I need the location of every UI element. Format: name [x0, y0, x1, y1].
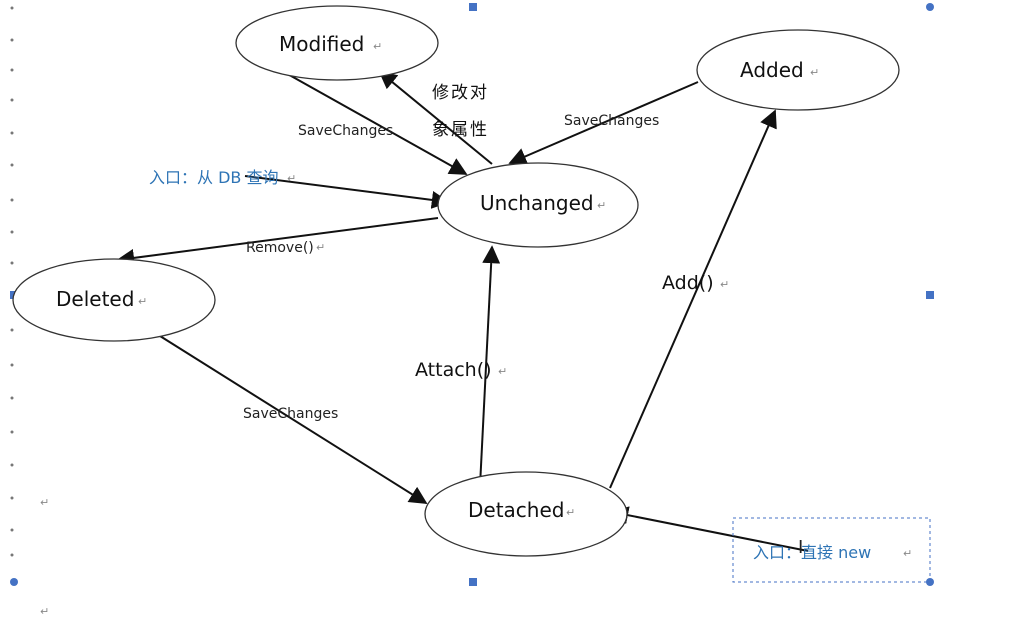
edge-label-modify-line1: 修改对: [432, 83, 489, 103]
svg-text:↵: ↵: [498, 365, 507, 378]
edge-label-attach: Attach(): [415, 359, 492, 381]
svg-text:↵: ↵: [810, 66, 819, 79]
svg-text:↵: ↵: [566, 506, 575, 519]
edge-entry-db-to-unchanged: [244, 175, 450, 209]
resize-handle-top-right[interactable]: [926, 3, 934, 11]
state-label-added: Added: [740, 58, 804, 82]
state-deleted: Deleted ↵: [12, 258, 216, 342]
entry-label-direct-new: 入口：直接 new: [753, 543, 871, 562]
edge-label-savechanges-modified: SaveChanges: [298, 123, 393, 139]
resize-handle-right[interactable]: [926, 291, 934, 299]
edge-unchanged-to-deleted: [116, 217, 439, 267]
edge-added-to-unchanged: [508, 81, 699, 165]
svg-text:↵: ↵: [373, 40, 382, 53]
edge-detached-to-added: [609, 109, 777, 489]
edge-label-modify-properties: 修改对 象属性: [432, 83, 489, 140]
state-label-modified: Modified: [279, 32, 364, 56]
edge-label-savechanges-added: SaveChanges: [564, 113, 659, 129]
svg-text:↵: ↵: [316, 241, 325, 254]
edge-entry-new-to-detached: [610, 506, 809, 552]
edge-label-modify-line2: 象属性: [432, 120, 489, 140]
state-modified: Modified ↵: [235, 5, 439, 81]
svg-text:↵: ↵: [903, 547, 912, 560]
edge-modified-to-unchanged: [283, 71, 468, 175]
edge-label-remove: Remove(): [246, 240, 314, 256]
edge-label-add: Add(): [662, 272, 714, 294]
page-margin-dots: [10, 6, 14, 557]
textbox-selection-border: [732, 517, 931, 583]
paragraph-mark: ↵: [40, 605, 49, 618]
state-label-detached: Detached: [468, 498, 564, 522]
entry-label-from-db: 入口：从 DB 查询: [149, 168, 278, 187]
resize-handle-bottom-left[interactable]: [10, 578, 18, 586]
svg-text:↵: ↵: [138, 295, 147, 308]
state-detached: Detached ↵: [424, 471, 628, 557]
entry-textbox-direct-new[interactable]: 入口：直接 new ↵ I: [732, 517, 931, 583]
edge-label-savechanges-deleted: SaveChanges: [243, 406, 338, 422]
edge-deleted-to-detached: [159, 335, 428, 504]
resize-handle-top[interactable]: [469, 3, 477, 11]
edge-unchanged-to-modified: [378, 70, 493, 165]
svg-text:↵: ↵: [597, 199, 606, 212]
state-label-deleted: Deleted: [56, 287, 134, 311]
text-cursor-icon: I: [798, 537, 803, 558]
paragraph-mark: ↵: [40, 496, 49, 509]
resize-handle-bottom[interactable]: [469, 578, 477, 586]
svg-text:↵: ↵: [720, 278, 729, 291]
state-label-unchanged: Unchanged: [480, 191, 594, 215]
svg-text:↵: ↵: [287, 172, 296, 185]
state-added: Added ↵: [696, 29, 900, 111]
state-unchanged: Unchanged ↵: [437, 162, 639, 248]
edge-detached-to-unchanged: [479, 245, 501, 487]
